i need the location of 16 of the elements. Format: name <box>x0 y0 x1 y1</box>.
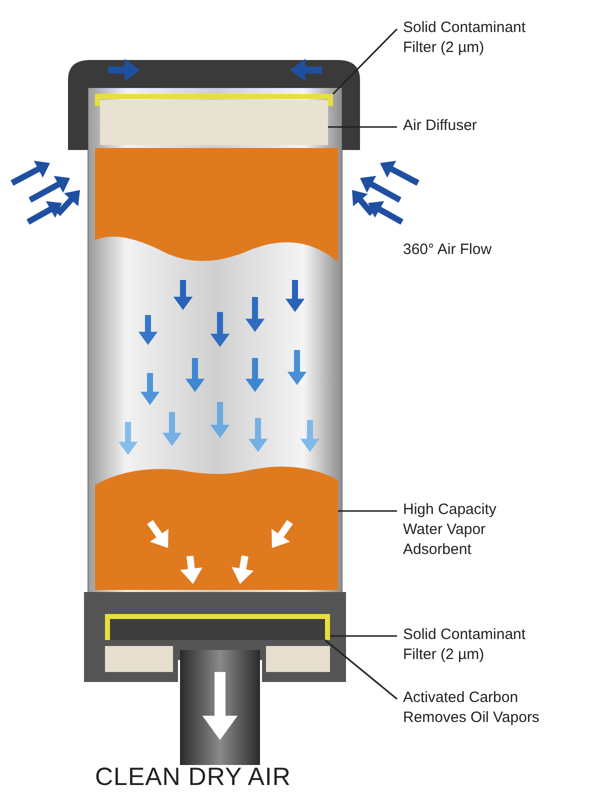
leader-line <box>324 639 398 700</box>
diffuser-layer <box>100 100 328 145</box>
callout-label: Solid Contaminant Filter (2 µm) <box>403 625 563 665</box>
callout-label: Air Diffuser <box>403 116 593 136</box>
leader-line <box>338 510 397 512</box>
leader-line <box>328 126 397 128</box>
callout-label: Activated Carbon Removes Oil Vapors <box>403 688 583 728</box>
airflow-label: 360° Air Flow <box>403 240 492 260</box>
filter-layer <box>95 94 333 106</box>
caption: CLEAN DRY AIR <box>95 762 291 792</box>
callout-label: High Capacity Water Vapor Adsorbent <box>403 500 533 560</box>
carbon-layer <box>110 619 325 640</box>
leader-line <box>330 635 397 637</box>
filter-layer <box>105 614 330 640</box>
leader-line <box>332 28 398 95</box>
callout-label: Solid Contaminant Filter (2 µm) <box>403 18 563 58</box>
